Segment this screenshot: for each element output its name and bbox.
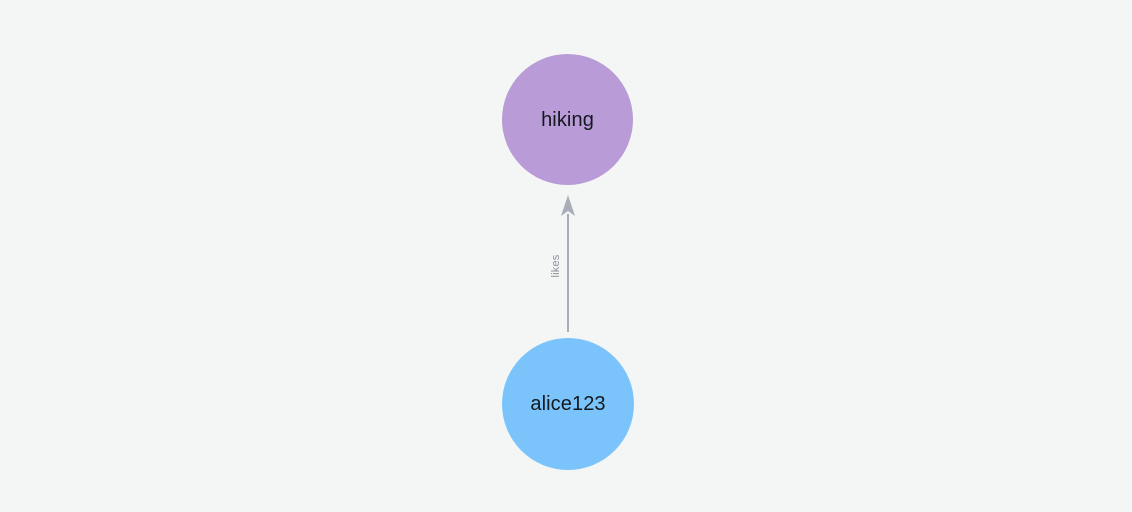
edge-arrowhead-icon <box>561 195 575 216</box>
graph-node-alice123[interactable]: alice123 <box>502 338 634 470</box>
graph-node-hiking[interactable]: hiking <box>502 54 633 185</box>
edge-alice123-likes-hiking[interactable] <box>561 195 575 332</box>
graph-node-label: alice123 <box>530 393 606 415</box>
graph-node-label: hiking <box>541 108 594 131</box>
edge-label-likes: likes <box>550 254 562 278</box>
